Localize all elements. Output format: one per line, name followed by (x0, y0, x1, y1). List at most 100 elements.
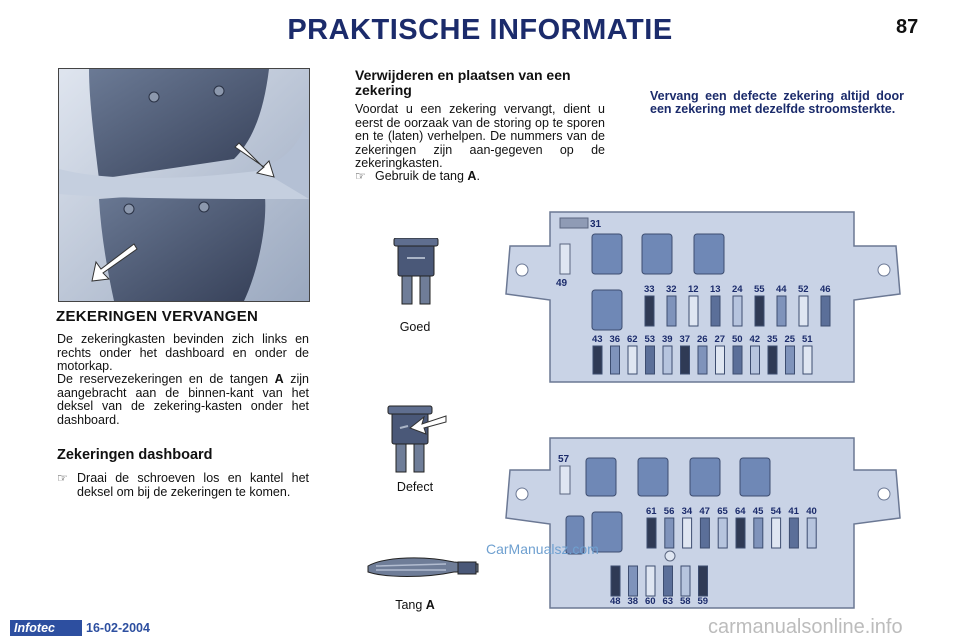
fuse-number-label: 26 (697, 334, 708, 345)
fuse-slot (732, 345, 743, 375)
fuse-slot (688, 295, 699, 327)
caption-tang-word: Tang (395, 598, 423, 612)
fuse-slot (735, 517, 746, 549)
fuse-number-label: 61 (646, 506, 657, 517)
fuse-slot (717, 517, 728, 549)
fuse-number-label: 32 (666, 284, 677, 295)
fuse-number-label: 38 (628, 596, 639, 607)
fuse-number-label: 51 (802, 334, 813, 345)
fuse-slot (798, 295, 809, 327)
tang-letter: A (467, 169, 477, 183)
dashboard-fuses-heading: Zekeringen dashboard (57, 447, 213, 463)
fuse-label-57: 57 (558, 454, 570, 465)
caption-tang-letter: A (425, 598, 435, 612)
fuse-number-label: 52 (798, 284, 809, 295)
watermark-carmanualsz: CarManualsz.com (486, 541, 599, 557)
fuse-slot (715, 345, 725, 375)
fuse-number-label: 44 (776, 284, 787, 295)
watermark-site: carmanualsonline.info (708, 616, 903, 638)
fuse-number-label: 53 (645, 334, 656, 345)
fuse-slot (771, 517, 782, 549)
fuse-number-label: 37 (680, 334, 691, 345)
spare-fuses-text: De reservezekeringen en de tangen A zijn… (57, 372, 310, 427)
fuse-number-label: 24 (732, 284, 743, 295)
fuse-number-label: 41 (788, 506, 799, 517)
fusebox-bottom-row2: 48 38 60 63 58 59 (610, 565, 709, 607)
fuse-slot (788, 517, 799, 549)
fuse-slot (732, 295, 743, 327)
tang-illustration (366, 550, 480, 589)
fuse-slot (592, 345, 603, 375)
fuse-number-label: 64 (735, 506, 746, 517)
fuse-number-label: 48 (610, 596, 621, 607)
spare-fuses-text-post: zijn aangebracht aan de binnen-kant van … (57, 372, 310, 427)
fuse-slot (664, 517, 675, 549)
fuse-slot (644, 295, 655, 327)
fuse-number-label: 27 (715, 334, 726, 345)
fuse-number-label: 33 (644, 284, 655, 295)
page-number: 87 (896, 16, 919, 38)
warning-text: Vervang een defecte zekering altijd door… (650, 89, 904, 116)
dashboard-instruction-text: Draai de schroeven los en kantel het dek… (77, 471, 309, 499)
page-title: PRAKTISCHE INFORMATIE (287, 14, 673, 46)
section-title: ZEKERINGEN VERVANGEN (56, 308, 259, 325)
fuse-number-label: 46 (820, 284, 831, 295)
caption-good: Goed (399, 320, 431, 334)
fusebox-location-text: De zekeringkasten bevinden zich links en… (57, 332, 309, 374)
fuse-slot (663, 565, 673, 597)
remove-fuse-text: Voordat u een zekering vervangt, dient u… (355, 102, 605, 171)
fuse-label-49: 49 (556, 278, 568, 289)
fuse-slot (610, 345, 620, 375)
good-fuse-illustration (392, 237, 442, 311)
fuse-slot (802, 345, 813, 375)
pointing-hand-icon: ☞ (355, 169, 366, 183)
fuse-label-31: 31 (590, 219, 602, 230)
fuse-number-label: 63 (663, 596, 674, 607)
fuse-number-label: 47 (699, 506, 710, 517)
fuse-slot (754, 295, 765, 327)
fuse-number-label: 12 (688, 284, 699, 295)
fuse-slot (662, 345, 673, 375)
fuse-slot (785, 345, 795, 375)
tang-instruction-pre: Gebruik de tang (375, 169, 468, 183)
fuse-number-label: 43 (592, 334, 603, 345)
fuse-number-label: 54 (771, 506, 782, 517)
fuse-number-label: 25 (785, 334, 796, 345)
fuse-number-label: 35 (767, 334, 778, 345)
fuse-number-label: 39 (662, 334, 673, 345)
fuse-number-label: 36 (610, 334, 621, 345)
tang-instruction-post: . (476, 169, 480, 183)
fuse-slot (682, 517, 693, 549)
fuse-slot (750, 345, 760, 375)
remove-fuse-heading: Verwijderen en plaatsen van een zekering (355, 67, 571, 98)
fuse-number-label: 42 (750, 334, 761, 345)
defect-fuse-illustration (386, 404, 448, 481)
fuse-slot (610, 565, 621, 597)
fuse-slot (776, 295, 787, 327)
fuse-slot (645, 565, 656, 597)
fuse-slot (666, 295, 677, 327)
pointing-hand-icon: ☞ (57, 471, 68, 485)
fuse-number-label: 58 (680, 596, 691, 607)
fuse-slot (710, 295, 721, 327)
fuse-slot (627, 345, 638, 375)
fuse-number-label: 62 (627, 334, 638, 345)
fuse-slot (680, 345, 690, 375)
fuse-number-label: 34 (682, 506, 693, 517)
fuse-slot (680, 565, 691, 597)
fuse-number-label: 60 (645, 596, 656, 607)
dashboard-cover-photo (58, 68, 310, 302)
fuse-number-label: 56 (664, 506, 675, 517)
fuse-slot (767, 345, 778, 375)
caption-defect: Defect (396, 480, 434, 494)
tang-instruction: ☞ Gebruik de tang A. (355, 169, 605, 184)
tang-letter: A (274, 372, 284, 386)
spare-fuses-text-pre: De reservezekeringen en de tangen (57, 372, 275, 386)
dashboard-instruction: ☞ Draai de schroeven los en kantel het d… (57, 471, 309, 499)
fuse-number-label: 59 (698, 596, 709, 607)
